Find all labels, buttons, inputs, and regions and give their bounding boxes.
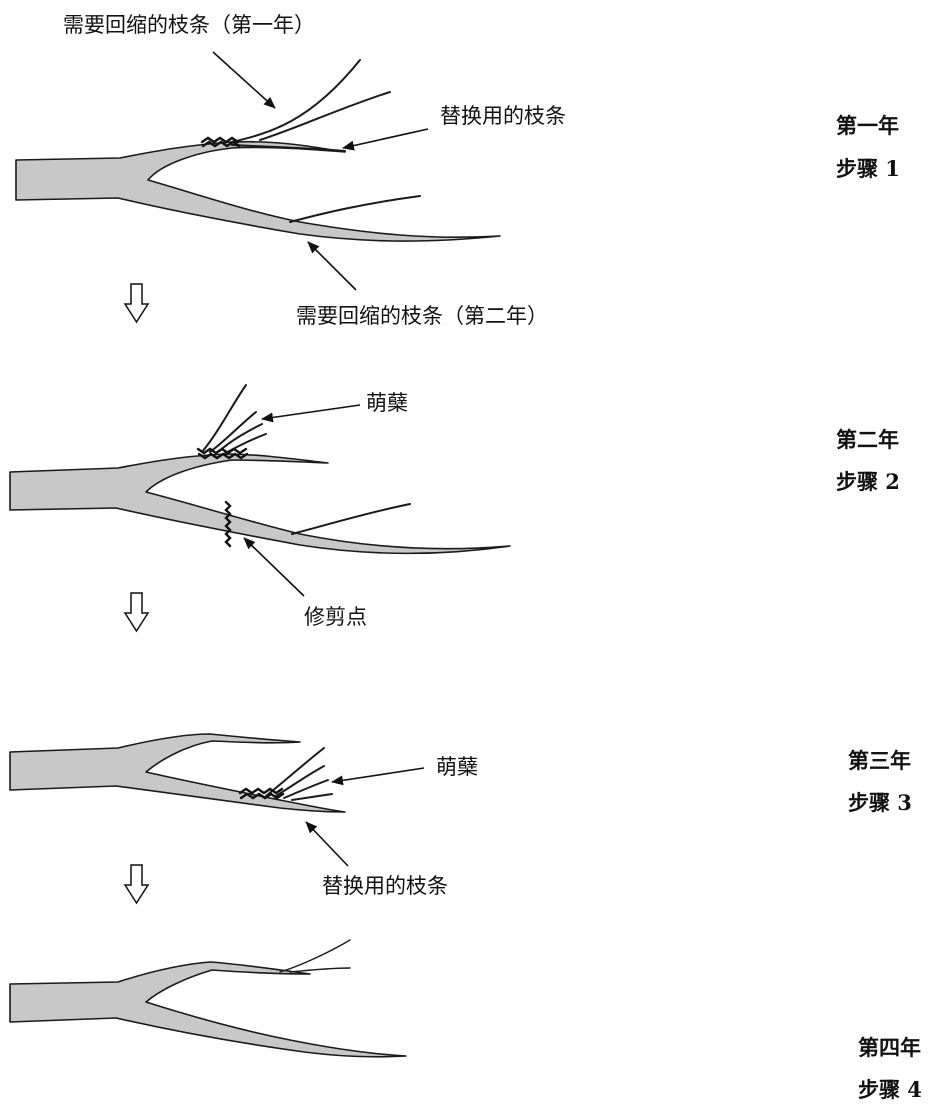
pointer-sprouts-1 — [262, 405, 360, 419]
pointer-replacement-1 — [343, 129, 428, 148]
prune-point-mark — [226, 502, 230, 546]
pointer-cut-back-year2 — [308, 242, 356, 290]
stage-4: 第四年 步骤 4 — [10, 940, 922, 1102]
pointer-sprouts-2 — [332, 768, 424, 782]
step-2-label: 步骤 2 — [836, 469, 900, 494]
stage-3: 萌蘖 替换用的枝条 第三年 步骤 3 — [10, 734, 912, 898]
down-arrow-1 — [125, 284, 148, 322]
step-3-year: 第三年 — [848, 748, 911, 773]
down-arrow-2 — [125, 593, 148, 631]
pointer-prune-point — [244, 538, 304, 596]
label-cut-back-year2: 需要回缩的枝条（第二年） — [296, 304, 548, 328]
step-1-label: 步骤 1 — [836, 156, 900, 181]
label-replacement-2: 替换用的枝条 — [322, 874, 448, 898]
label-sprouts-1: 萌蘖 — [366, 391, 408, 415]
label-replacement-1: 替换用的枝条 — [440, 104, 566, 128]
pointer-replacement-2 — [306, 822, 348, 866]
step-2-year: 第二年 — [836, 427, 899, 452]
branch-stage-1 — [16, 142, 500, 241]
stage-2: 萌蘖 修剪点 第二年 步骤 2 — [10, 385, 900, 629]
step-4-year: 第四年 — [858, 1035, 921, 1060]
label-sprouts-2: 萌蘖 — [436, 755, 478, 779]
label-cut-back-year1: 需要回缩的枝条（第一年） — [63, 13, 315, 37]
label-prune-point: 修剪点 — [304, 605, 367, 629]
step-3-label: 步骤 3 — [848, 790, 912, 815]
step-4-label: 步骤 4 — [858, 1077, 922, 1102]
stage-1: 需要回缩的枝条（第一年） 替换用的枝条 需要回缩的枝条（第二年） 第一年 步骤 … — [16, 13, 900, 328]
branch-stage-2 — [10, 454, 510, 553]
pointer-cut-back-year1 — [213, 52, 275, 108]
branch-stage-4 — [10, 962, 406, 1057]
down-arrow-3 — [125, 865, 148, 903]
step-1-year: 第一年 — [836, 113, 899, 138]
